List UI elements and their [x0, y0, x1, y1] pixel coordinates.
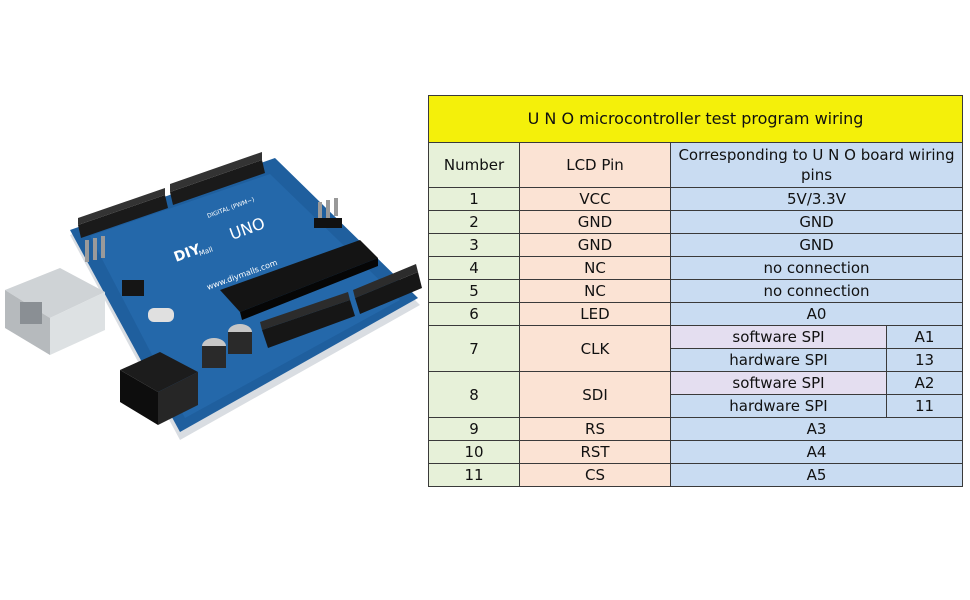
- bottom-header-right: [353, 264, 422, 314]
- row-number: 10: [428, 440, 520, 464]
- row-uno-pin: 11: [885, 394, 964, 418]
- row-spi-mode: hardware SPI: [670, 348, 887, 372]
- table-row: 3 GND GND: [428, 233, 964, 257]
- row-number: 3: [428, 233, 520, 257]
- row-number: 6: [428, 302, 520, 326]
- bottom-header-left: [260, 292, 355, 348]
- row-uno-pin: A4: [669, 440, 964, 464]
- usb-controller-chip: [122, 280, 144, 296]
- header-lcd-pin: LCD Pin: [519, 142, 671, 188]
- arduino-uno-board-image: DIY Mall www.diymalls.com UNO DIGITAL (P…: [5, 152, 422, 440]
- row-lcd-pin: LED: [519, 302, 671, 326]
- table-row: 6 LED A0: [428, 302, 964, 326]
- top-header-right: [170, 152, 265, 205]
- row-uno-pin: GND: [669, 233, 964, 257]
- table-row: 10 RST A4: [428, 440, 964, 464]
- row-spi-mode: hardware SPI: [670, 394, 887, 418]
- table-header-row: Number LCD Pin Corresponding to U N O bo…: [428, 142, 964, 188]
- table-row: 9 RS A3: [428, 417, 964, 441]
- row-uno-pin: A0: [669, 302, 964, 326]
- table-row: 7 CLK software SPI A1: [428, 325, 964, 372]
- table-row: 4 NC no connection: [428, 256, 964, 280]
- table-row: hardware SPI 11: [429, 394, 964, 418]
- row-spi-mode: software SPI: [670, 325, 887, 349]
- row-uno-pin: 13: [885, 348, 964, 372]
- microcontroller-chip: [220, 240, 378, 320]
- table-row: 1 VCC 5V/3.3V: [428, 187, 964, 211]
- capacitors: [202, 324, 252, 368]
- row-number: 2: [428, 210, 520, 234]
- top-header-left: [78, 188, 168, 238]
- row-number: 1: [428, 187, 520, 211]
- table-title: U N O microcontroller test program wirin…: [427, 95, 964, 143]
- row-uno-pin: A2: [885, 371, 964, 395]
- row-lcd-pin: SDI: [519, 371, 671, 418]
- row-uno-pin: no connection: [669, 256, 964, 280]
- icsp-pins: [314, 198, 342, 228]
- header-uno-pin: Corresponding to U N O board wiring pins: [669, 142, 964, 188]
- header-number: Number: [428, 142, 520, 188]
- row-number: 7: [428, 325, 520, 372]
- row-uno-pin: no connection: [669, 279, 964, 303]
- left-pins: [85, 236, 105, 262]
- row-uno-pin: A1: [885, 325, 964, 349]
- row-number: 8: [428, 371, 520, 418]
- row-number: 9: [428, 417, 520, 441]
- power-jack: [120, 352, 198, 425]
- table-title-row: U N O microcontroller test program wirin…: [427, 95, 964, 143]
- row-lcd-pin: CS: [519, 463, 671, 487]
- row-uno-pin: A3: [669, 417, 964, 441]
- usb-port: [5, 268, 105, 355]
- row-lcd-pin: GND: [519, 210, 671, 234]
- crystal: [148, 308, 174, 322]
- row-number: 4: [428, 256, 520, 280]
- table-row: 8 SDI software SPI A2: [428, 371, 964, 418]
- row-uno-pin: GND: [669, 210, 964, 234]
- table-row: 5 NC no connection: [428, 279, 964, 303]
- row-lcd-pin: RS: [519, 417, 671, 441]
- row-lcd-pin: RST: [519, 440, 671, 464]
- row-number: 5: [428, 279, 520, 303]
- wiring-table: U N O microcontroller test program wirin…: [427, 95, 964, 487]
- row-lcd-pin: CLK: [519, 325, 671, 372]
- row-lcd-pin: VCC: [519, 187, 671, 211]
- row-number: 11: [428, 463, 520, 487]
- row-lcd-pin: GND: [519, 233, 671, 257]
- row-lcd-pin: NC: [519, 256, 671, 280]
- table-row: 2 GND GND: [428, 210, 964, 234]
- table-row: 11 CS A5: [428, 463, 964, 487]
- row-lcd-pin: NC: [519, 279, 671, 303]
- row-spi-mode: software SPI: [670, 371, 887, 395]
- row-uno-pin: 5V/3.3V: [669, 187, 964, 211]
- row-uno-pin: A5: [669, 463, 964, 487]
